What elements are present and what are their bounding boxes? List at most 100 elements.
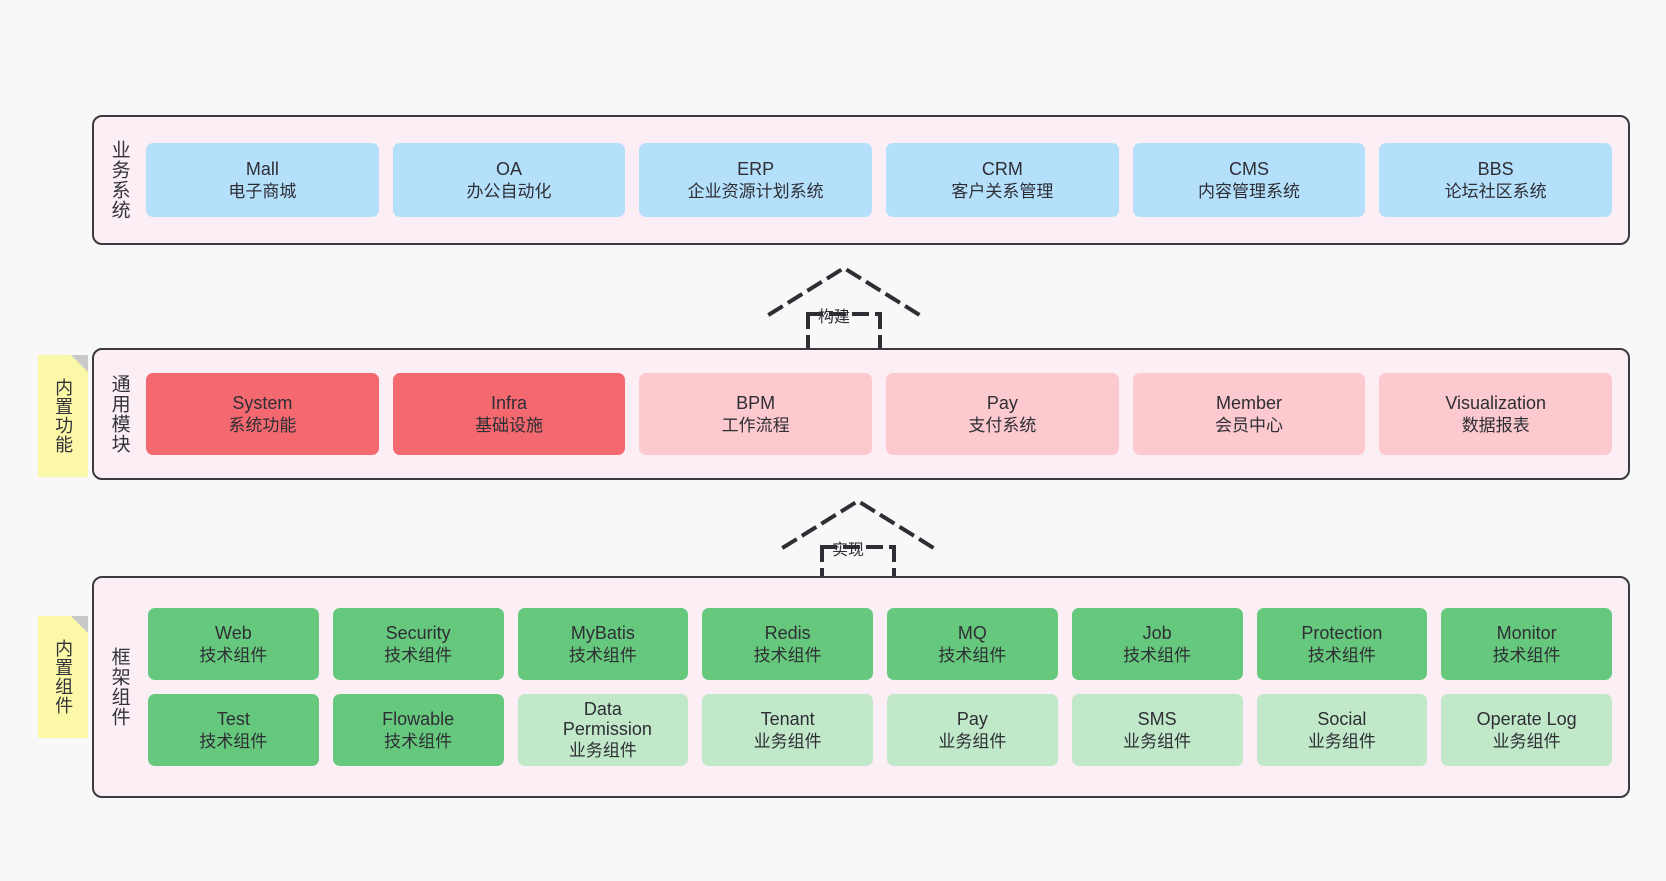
box-en-label: ERP xyxy=(737,159,775,180)
box-en-label: Pay xyxy=(956,709,988,730)
layer-modules-body: System 系统功能 Infra 基础设施 BPM 工作流程 Pay 支付系统… xyxy=(144,350,1628,478)
framework-box-job[interactable]: Job 技术组件 xyxy=(1071,608,1243,680)
business-box-cms[interactable]: CMS 内容管理系统 xyxy=(1132,143,1366,217)
business-box-mall[interactable]: Mall 电子商城 xyxy=(146,143,379,217)
box-cn-label: 技术组件 xyxy=(1492,645,1561,665)
box-cn-label: 客户关系管理 xyxy=(951,181,1054,201)
layer-framework-components: 框架组件 Web 技术组件 Security 技术组件 MyBatis 技术组件… xyxy=(92,576,1630,798)
box-en-label: BBS xyxy=(1477,159,1514,180)
box-en-label: Mall xyxy=(245,159,279,180)
layer-framework-body: Web 技术组件 Security 技术组件 MyBatis 技术组件 Redi… xyxy=(144,578,1628,796)
box-cn-label: 技术组件 xyxy=(753,645,822,665)
box-en-label: CMS xyxy=(1229,159,1270,180)
box-cn-label: 数据报表 xyxy=(1461,415,1530,435)
framework-box-social[interactable]: Social 业务组件 xyxy=(1256,694,1428,766)
module-box-member[interactable]: Member 会员中心 xyxy=(1132,373,1366,455)
framework-box-data-permission[interactable]: Data Permission 业务组件 xyxy=(517,694,689,766)
module-box-system[interactable]: System 系统功能 xyxy=(146,373,379,455)
box-cn-label: 技术组件 xyxy=(568,645,637,665)
box-en-label: SMS xyxy=(1137,709,1177,730)
sticky-note-label: 内置功能 xyxy=(53,378,74,454)
box-cn-label: 支付系统 xyxy=(968,415,1037,435)
framework-row-tech: Web 技术组件 Security 技术组件 MyBatis 技术组件 Redi… xyxy=(148,608,1612,680)
box-en-label: Pay xyxy=(986,393,1018,414)
layer-business-title: 业务系统 xyxy=(108,140,130,220)
framework-box-monitor[interactable]: Monitor 技术组件 xyxy=(1441,608,1612,680)
box-en-label: Flowable xyxy=(382,709,455,730)
module-box-pay[interactable]: Pay 支付系统 xyxy=(886,373,1119,455)
box-en-label: Visualization xyxy=(1445,393,1547,414)
box-cn-label: 业务组件 xyxy=(1123,731,1192,751)
box-en-label: Test xyxy=(216,709,250,730)
connector-implement-label: 实现 xyxy=(832,542,865,559)
layer-business-body: Mall 电子商城 OA 办公自动化 ERP 企业资源计划系统 CRM 客户关系… xyxy=(144,117,1628,243)
layer-common-modules: 通用模块 System 系统功能 Infra 基础设施 BPM 工作流程 Pay… xyxy=(92,348,1630,480)
framework-box-security[interactable]: Security 技术组件 xyxy=(332,608,504,680)
box-cn-label: 业务组件 xyxy=(1307,731,1376,751)
framework-box-tenant[interactable]: Tenant 业务组件 xyxy=(702,694,873,766)
box-en-label: Tenant xyxy=(760,709,815,730)
framework-box-redis[interactable]: Redis 技术组件 xyxy=(702,608,873,680)
box-cn-label: 技术组件 xyxy=(384,645,453,665)
box-cn-label: 业务组件 xyxy=(568,740,637,760)
box-cn-label: 会员中心 xyxy=(1215,415,1284,435)
box-en-label: Protection xyxy=(1301,623,1383,644)
framework-box-web[interactable]: Web 技术组件 xyxy=(148,608,319,680)
framework-box-pay[interactable]: Pay 业务组件 xyxy=(887,694,1058,766)
box-cn-label: 基础设施 xyxy=(475,415,543,435)
business-box-crm[interactable]: CRM 客户关系管理 xyxy=(886,143,1119,217)
framework-box-mybatis[interactable]: MyBatis 技术组件 xyxy=(517,608,689,680)
box-en-label: Job xyxy=(1142,623,1172,644)
framework-box-sms[interactable]: SMS 业务组件 xyxy=(1071,694,1243,766)
box-en-label: Social xyxy=(1317,709,1367,730)
sticky-note-builtin-features: 内置功能 xyxy=(38,355,88,477)
framework-box-protection[interactable]: Protection 技术组件 xyxy=(1256,608,1428,680)
box-cn-label: 技术组件 xyxy=(199,731,268,751)
sticky-fold-corner-icon xyxy=(71,355,88,372)
connector-build-label: 构建 xyxy=(818,309,851,326)
module-box-bpm[interactable]: BPM 工作流程 xyxy=(639,373,873,455)
box-cn-label: 技术组件 xyxy=(199,645,268,665)
box-en-label: Security xyxy=(385,623,451,644)
box-cn-label: 技术组件 xyxy=(1307,645,1376,665)
box-cn-label: 内容管理系统 xyxy=(1198,181,1301,201)
layer-framework-title: 框架组件 xyxy=(108,647,130,727)
business-box-bbs[interactable]: BBS 论坛社区系统 xyxy=(1379,143,1613,217)
framework-row-business: Test 技术组件 Flowable 技术组件 Data Permission … xyxy=(148,694,1612,766)
box-cn-label: 工作流程 xyxy=(721,415,790,435)
box-en-label: OA xyxy=(496,159,523,180)
box-cn-label: 企业资源计划系统 xyxy=(687,181,824,201)
module-box-visualization[interactable]: Visualization 数据报表 xyxy=(1379,373,1613,455)
framework-box-flowable[interactable]: Flowable 技术组件 xyxy=(332,694,504,766)
connector-build: 构建 xyxy=(756,260,936,350)
box-en-label: Redis xyxy=(764,623,811,644)
framework-box-operate-log[interactable]: Operate Log 业务组件 xyxy=(1441,694,1612,766)
box-cn-label: 电子商城 xyxy=(228,181,297,201)
box-en-label: Data Permission xyxy=(562,699,652,740)
business-box-oa[interactable]: OA 办公自动化 xyxy=(392,143,626,217)
box-cn-label: 技术组件 xyxy=(1123,645,1192,665)
connector-implement: 实现 xyxy=(770,493,950,583)
box-en-label: MQ xyxy=(957,623,987,644)
box-cn-label: 业务组件 xyxy=(1492,731,1561,751)
sticky-fold-corner-icon xyxy=(71,616,88,633)
box-cn-label: 技术组件 xyxy=(938,645,1007,665)
box-en-label: Web xyxy=(215,623,252,644)
box-cn-label: 业务组件 xyxy=(753,731,822,751)
layer-modules-title: 通用模块 xyxy=(108,374,130,454)
box-en-label: Infra xyxy=(490,393,528,414)
module-box-infra[interactable]: Infra 基础设施 xyxy=(392,373,626,455)
sticky-note-label: 内置组件 xyxy=(53,639,74,715)
framework-box-mq[interactable]: MQ 技术组件 xyxy=(887,608,1058,680)
box-cn-label: 技术组件 xyxy=(384,731,453,751)
layer-business-systems: 业务系统 Mall 电子商城 OA 办公自动化 ERP 企业资源计划系统 CRM… xyxy=(92,115,1630,245)
box-en-label: Operate Log xyxy=(1476,709,1577,730)
box-cn-label: 系统功能 xyxy=(228,415,297,435)
box-en-label: CRM xyxy=(981,159,1023,180)
business-box-erp[interactable]: ERP 企业资源计划系统 xyxy=(639,143,873,217)
framework-box-test[interactable]: Test 技术组件 xyxy=(148,694,319,766)
sticky-note-builtin-components: 内置组件 xyxy=(38,616,88,738)
box-en-label: MyBatis xyxy=(570,623,635,644)
box-cn-label: 论坛社区系统 xyxy=(1444,181,1547,201)
